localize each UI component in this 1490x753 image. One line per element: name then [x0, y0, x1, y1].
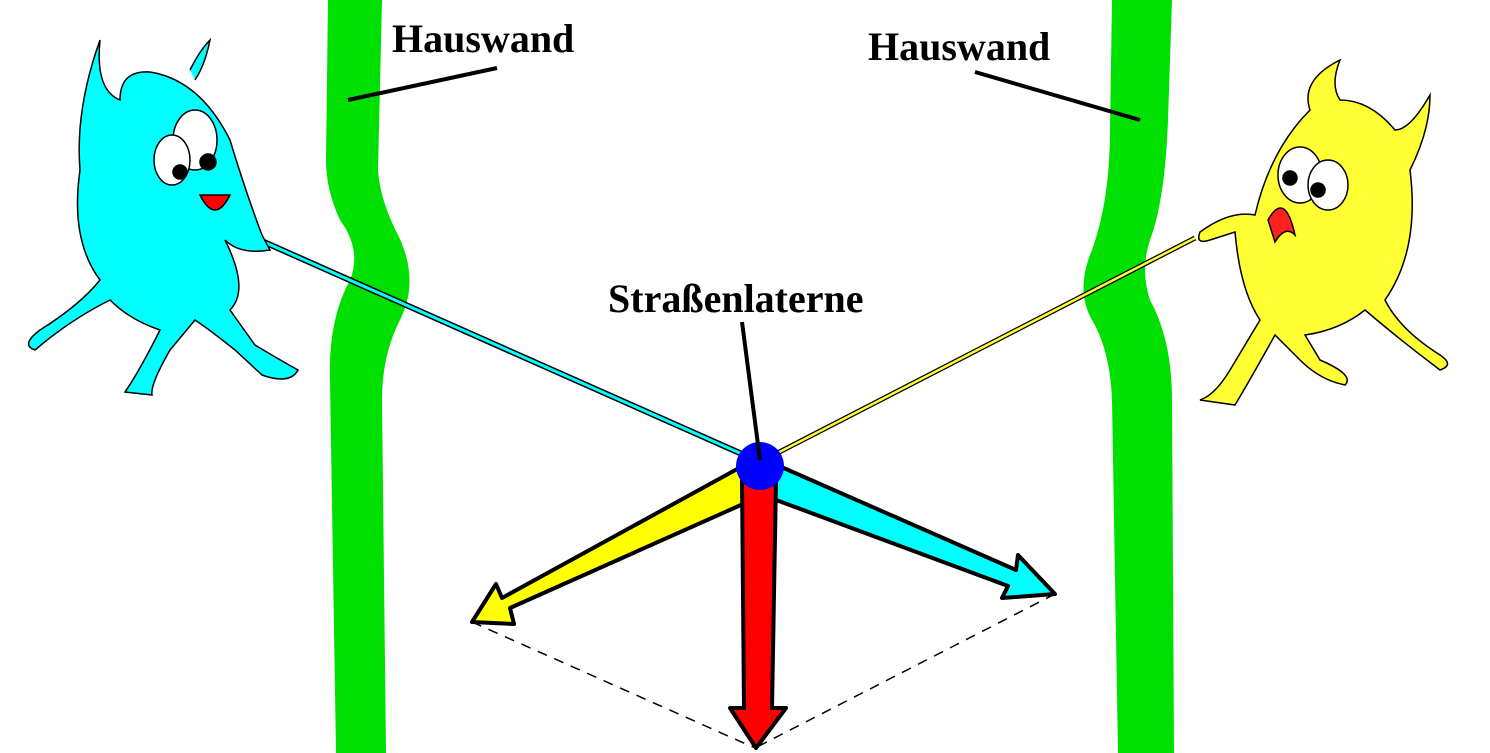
label-street-lamp: Straßenlaterne — [608, 276, 864, 321]
leader-wall-right — [974, 70, 1141, 122]
leader-wall-left — [347, 66, 498, 102]
cyan-force-arrow — [758, 460, 1057, 600]
label-wall-left: Hauswand — [392, 16, 574, 61]
yellow-monster — [1198, 58, 1449, 406]
cyan-monster — [27, 37, 300, 396]
street-lamp — [736, 442, 784, 490]
dashed-line-right — [754, 593, 1056, 749]
dashed-line-left — [471, 621, 756, 749]
leader-lamp — [740, 321, 762, 461]
red-resultant-arrow — [728, 478, 788, 750]
cyan-rope-fill — [254, 236, 761, 464]
label-wall-right: Hauswand — [868, 24, 1050, 69]
yellow-rope-fill — [759, 236, 1196, 464]
left-wall — [326, 0, 410, 753]
right-wall — [1083, 0, 1174, 753]
yellow-force-arrow — [470, 460, 772, 626]
